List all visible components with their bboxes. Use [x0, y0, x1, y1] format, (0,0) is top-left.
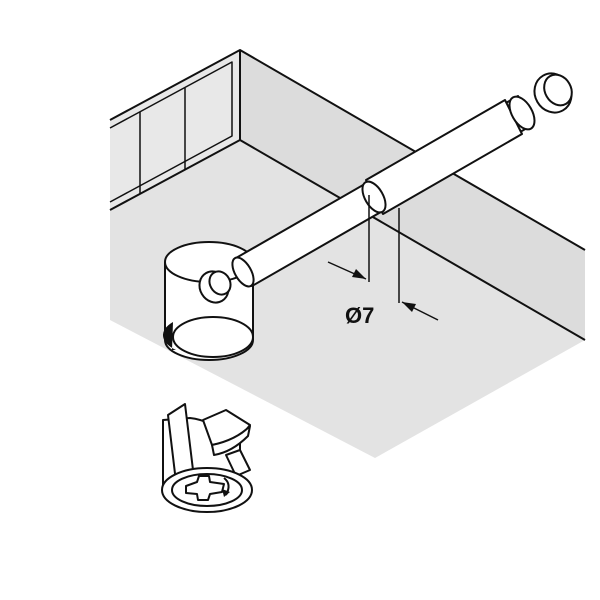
dimension-label: Ø7 — [345, 303, 374, 328]
panel-block-face — [110, 50, 240, 210]
dimension-annotation: Ø7 — [327, 195, 439, 328]
cam-housing — [161, 403, 253, 513]
hole-shadow — [162, 322, 176, 350]
bolt-collar — [508, 95, 536, 131]
cam-slot-icon — [185, 475, 225, 501]
connector-bolt — [198, 72, 573, 304]
cam-wing — [225, 449, 251, 477]
panel-top-face — [110, 140, 585, 458]
hole-bottom — [172, 316, 254, 358]
